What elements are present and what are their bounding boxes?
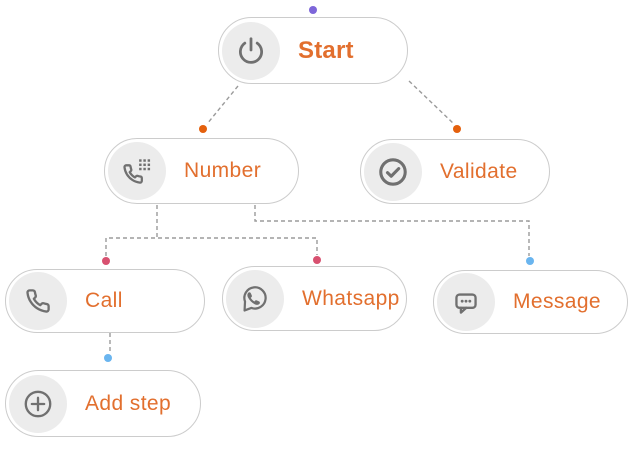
connection-dot-start[interactable] bbox=[309, 6, 317, 14]
node-label-call: Call bbox=[85, 289, 123, 312]
node-start[interactable]: Start bbox=[218, 17, 408, 84]
node-validate[interactable]: Validate bbox=[360, 139, 550, 204]
phone-keypad-icon bbox=[108, 142, 166, 200]
node-label-message: Message bbox=[513, 290, 602, 313]
node-call[interactable]: Call bbox=[5, 269, 205, 333]
plus-circle-icon bbox=[9, 374, 67, 433]
check-circle-icon bbox=[364, 142, 422, 201]
edge-start-validate bbox=[408, 80, 455, 125]
connection-dot-addstep[interactable] bbox=[104, 354, 112, 362]
connection-dot-number[interactable] bbox=[199, 125, 207, 133]
phone-icon bbox=[9, 272, 67, 330]
connection-dot-whatsapp[interactable] bbox=[313, 256, 321, 264]
node-label-add-step: Add step bbox=[85, 391, 172, 415]
node-label-number: Number bbox=[184, 159, 262, 182]
node-label-validate: Validate bbox=[440, 159, 518, 183]
node-add-step[interactable]: Add step bbox=[5, 370, 201, 437]
node-whatsapp[interactable]: Whatsapp bbox=[222, 266, 407, 331]
whatsapp-icon bbox=[226, 269, 284, 328]
connection-dot-message[interactable] bbox=[526, 257, 534, 265]
edge-start-number bbox=[206, 85, 239, 125]
node-label-start: Start bbox=[298, 36, 354, 64]
edge-number-call-whatsapp bbox=[105, 205, 318, 256]
node-label-whatsapp: Whatsapp bbox=[302, 286, 400, 310]
node-message[interactable]: Message bbox=[433, 270, 628, 334]
edge-number-message bbox=[254, 205, 530, 256]
connection-dot-validate[interactable] bbox=[453, 125, 461, 133]
connection-dot-call[interactable] bbox=[102, 257, 110, 265]
message-icon bbox=[437, 273, 495, 331]
power-icon bbox=[222, 21, 280, 80]
node-number[interactable]: Number bbox=[104, 138, 299, 204]
